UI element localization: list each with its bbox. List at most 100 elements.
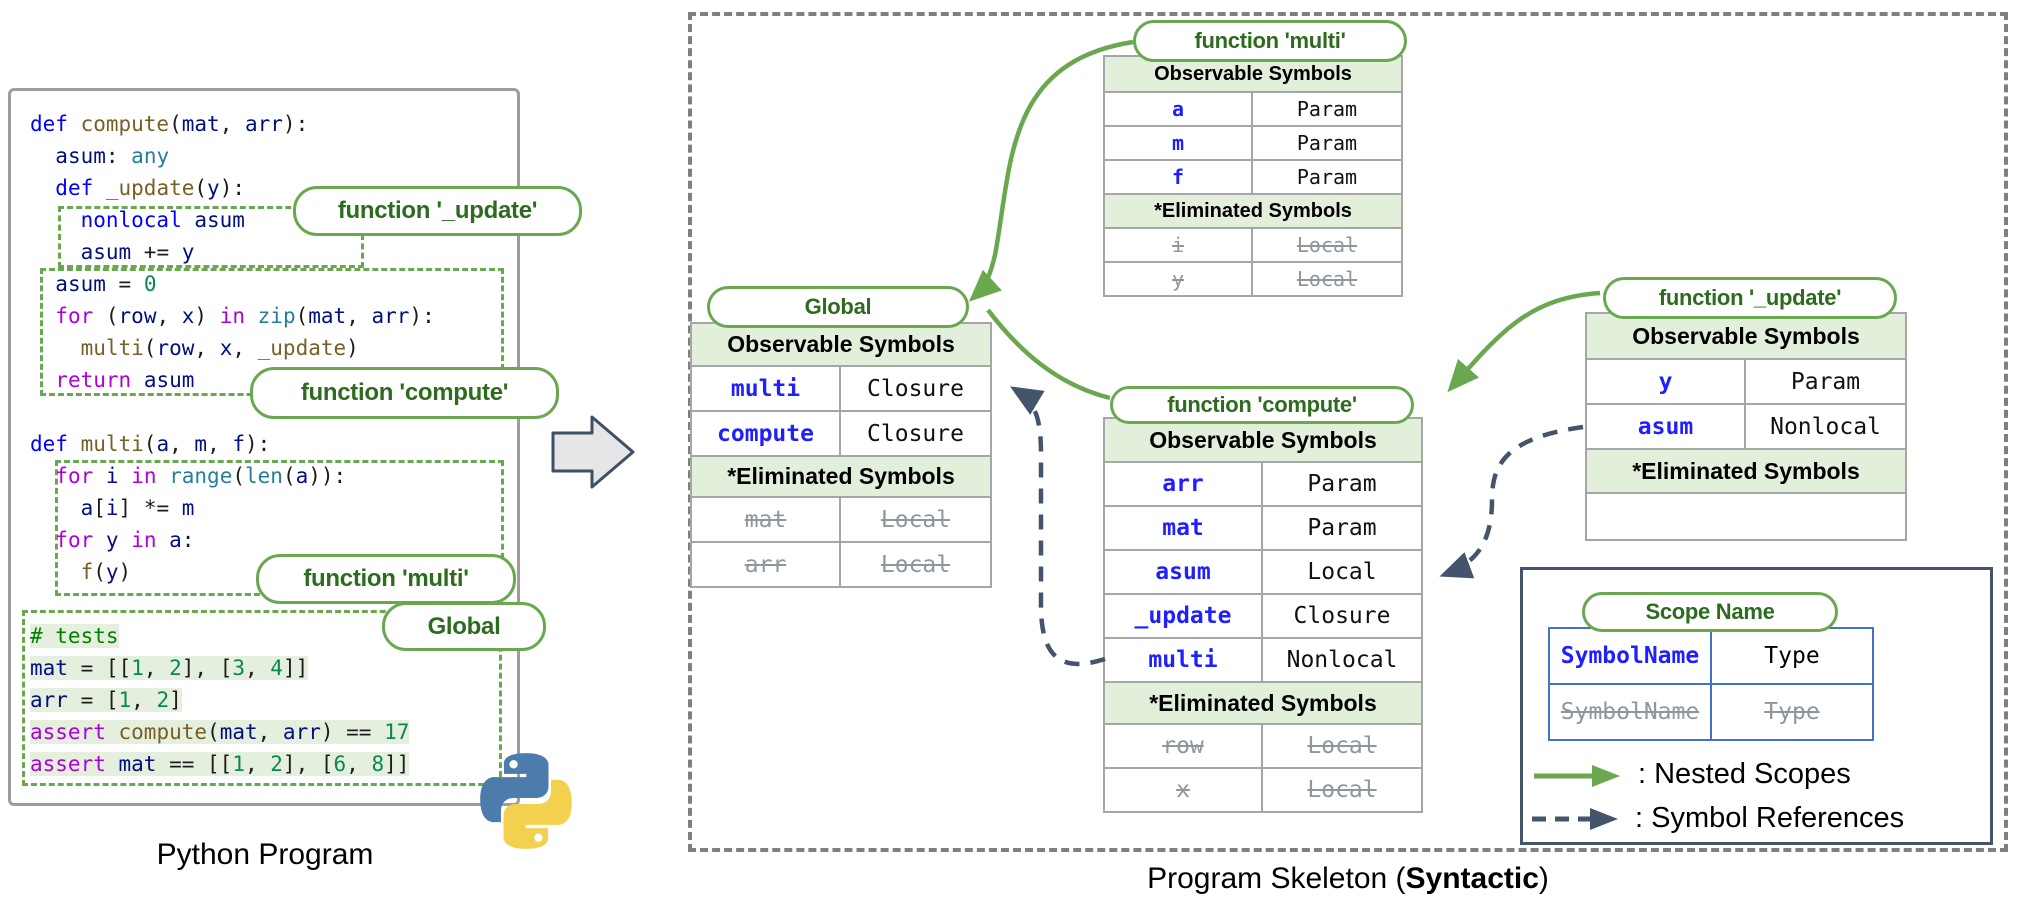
legend-row-eliminated: SymbolName Type [1550,683,1872,739]
right-caption-prefix: Program Skeleton ( [1147,862,1406,895]
table-section-header: *Eliminated Symbols [692,455,990,496]
symbol-name-cell: multi [692,367,841,410]
symbol-type-cell: Local [880,551,951,578]
code-line: asum: any [55,144,170,168]
table-row: y Local [1105,261,1401,295]
scope-pill-compute: function 'compute' [250,367,559,419]
nested-scopes-arrow-sample [1534,765,1620,787]
code-line: return asum [55,368,195,392]
table-row: mat Local [692,496,990,541]
table-section-header: *Eliminated Symbols [1105,681,1421,723]
table-pill-update: function '_update' [1603,277,1897,319]
symbol-name-cell: f [1105,161,1253,193]
symbol-type-cell: Param [1307,515,1377,541]
table-pill-multi: function 'multi' [1133,20,1407,62]
symbol-name-cell: arr [692,543,841,586]
code-line: mat = [[1, 2], [3, 4]] [30,656,309,680]
code-line: for i in range(len(a)): [55,464,347,488]
legend-row-observable: SymbolName Type [1550,629,1872,683]
legend-symbolname: SymbolName [1550,629,1712,683]
code-line: def multi(a, m, f): [30,432,271,456]
legend-scope-pill: Scope Name [1582,592,1838,632]
code-line: for y in a: [55,528,195,552]
symbol-name-cell: m [1105,127,1253,159]
code-line: for (row, x) in zip(mat, arr): [55,304,435,328]
symbol-name-cell: arr [1105,463,1263,505]
table-section-header: Observable Symbols [1105,419,1421,461]
table-row: x Local [1105,767,1421,811]
scope-pill-multi: function 'multi' [256,554,516,604]
symbol-name-cell: compute [692,412,841,455]
table-section-header: Observable Symbols [692,324,990,365]
symbol-name-cell: row [1105,725,1263,767]
symbol-type-cell: Local [1296,233,1358,257]
left-caption: Python Program [156,838,374,871]
symbol-type-cell: Param [1296,165,1358,189]
symbol-name-cell: i [1105,229,1253,261]
symbol-name-cell: mat [692,498,841,541]
code-line: asum = 0 [55,272,157,296]
code-line: a[i] *= m [80,496,195,520]
code-line: nonlocal asum [80,208,245,232]
table-row: i Local [1105,227,1401,261]
code-line: assert mat == [[1, 2], [6, 8]] [30,752,410,776]
symbol-type-cell: Param [1790,368,1861,395]
table-row: multi Closure [692,365,990,410]
table-section-header: *Eliminated Symbols [1587,448,1905,492]
symbol-name-cell: a [1105,93,1253,125]
code-line: def compute(mat, arr): [30,112,309,136]
symbol-type-cell: Local [1296,267,1358,291]
symbol-name-cell: y [1105,263,1253,295]
legend-type-struck: Type [1764,699,1820,725]
symbol-type-cell: Local [1307,559,1377,585]
scope-box-update [58,206,364,268]
legend-table: SymbolName Type SymbolName Type [1548,627,1874,741]
symbol-type-cell: Nonlocal [1286,647,1398,673]
legend-type: Type [1764,643,1820,669]
symbol-type-cell: Param [1296,97,1358,121]
table-row: m Param [1105,125,1401,159]
nested-scopes-label: : Nested Scopes [1638,758,1851,790]
symbol-type-cell: Nonlocal [1770,413,1881,440]
code-line: arr = [1, 2] [30,688,182,712]
code-line: assert compute(mat, arr) == 17 [30,720,410,744]
table-row: asum Nonlocal [1587,403,1905,448]
symbol-references-arrow-sample [1532,808,1618,830]
table-pill-global: Global [707,286,969,328]
scope-box-global [22,610,502,786]
right-caption-bold: Syntactic [1405,862,1539,895]
table-row: f Param [1105,159,1401,193]
python-code: def compute(mat, arr): asum: any def _up… [30,108,435,780]
symbol-type-cell: Local [880,506,951,533]
code-line: multi(row, x, _update) [80,336,359,360]
code-line: # tests [30,624,119,648]
symbol-name-cell: asum [1105,551,1263,593]
symbol-references-label: : Symbol References [1635,802,1905,834]
scope-pill-global: Global [382,602,546,651]
symbol-type-cell: Closure [867,420,964,447]
code-line: def _update(y): [55,176,245,200]
code-line: asum += y [80,240,195,264]
right-caption-suffix: ) [1538,862,1549,895]
symbol-name-cell: x [1105,769,1263,811]
scope-pill-update: function '_update' [293,186,582,236]
legend-symbolname-struck: SymbolName [1550,685,1712,739]
empty-row [1587,492,1905,539]
symbol-name-cell: mat [1105,507,1263,549]
table-row: asum Local [1105,549,1421,593]
symbol-type-cell: Closure [867,375,964,402]
code-line: f(y) [80,560,132,584]
right-caption: Program Skeleton (Syntactic) [1048,862,1648,896]
symbol-type-cell: Local [1307,777,1377,803]
table-section-header: Observable Symbols [1105,57,1401,91]
table-section-header: Observable Symbols [1587,314,1905,358]
symbol-name-cell: asum [1587,405,1746,448]
symbol-type-cell: Param [1296,131,1358,155]
